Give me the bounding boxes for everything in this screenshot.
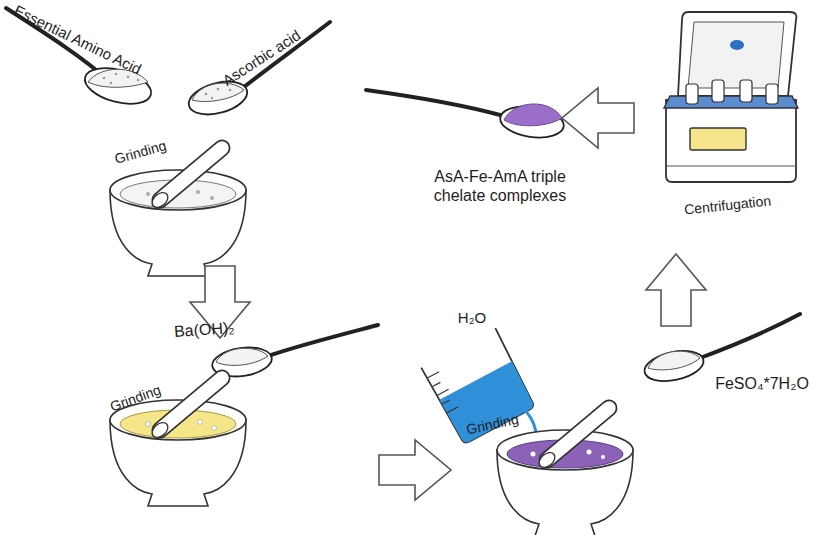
beaker (421, 328, 536, 445)
step-label: Ascorbic acid (220, 26, 305, 90)
mortar (110, 148, 246, 276)
spoon (210, 325, 378, 380)
step-arrow (562, 88, 634, 148)
spoon (185, 22, 330, 120)
step-arrow (379, 440, 451, 500)
step-label: Grinding (464, 410, 519, 437)
step-label: H₂O (458, 309, 486, 327)
step-label: Ba(OH)₂ (173, 318, 235, 341)
step-label: Grinding (107, 381, 162, 415)
step-label: Essential Amino Acid (11, 1, 144, 78)
step-arrow (646, 254, 706, 326)
step-label: Grinding (112, 137, 168, 168)
step-label: FeSO₄*7H₂O (715, 374, 809, 393)
step-label: Centrifugation (684, 192, 772, 218)
spoon (366, 90, 566, 141)
step-label: AsA-Fe-AmA triple chelate complexes (415, 167, 585, 205)
centrifuge (664, 12, 798, 182)
